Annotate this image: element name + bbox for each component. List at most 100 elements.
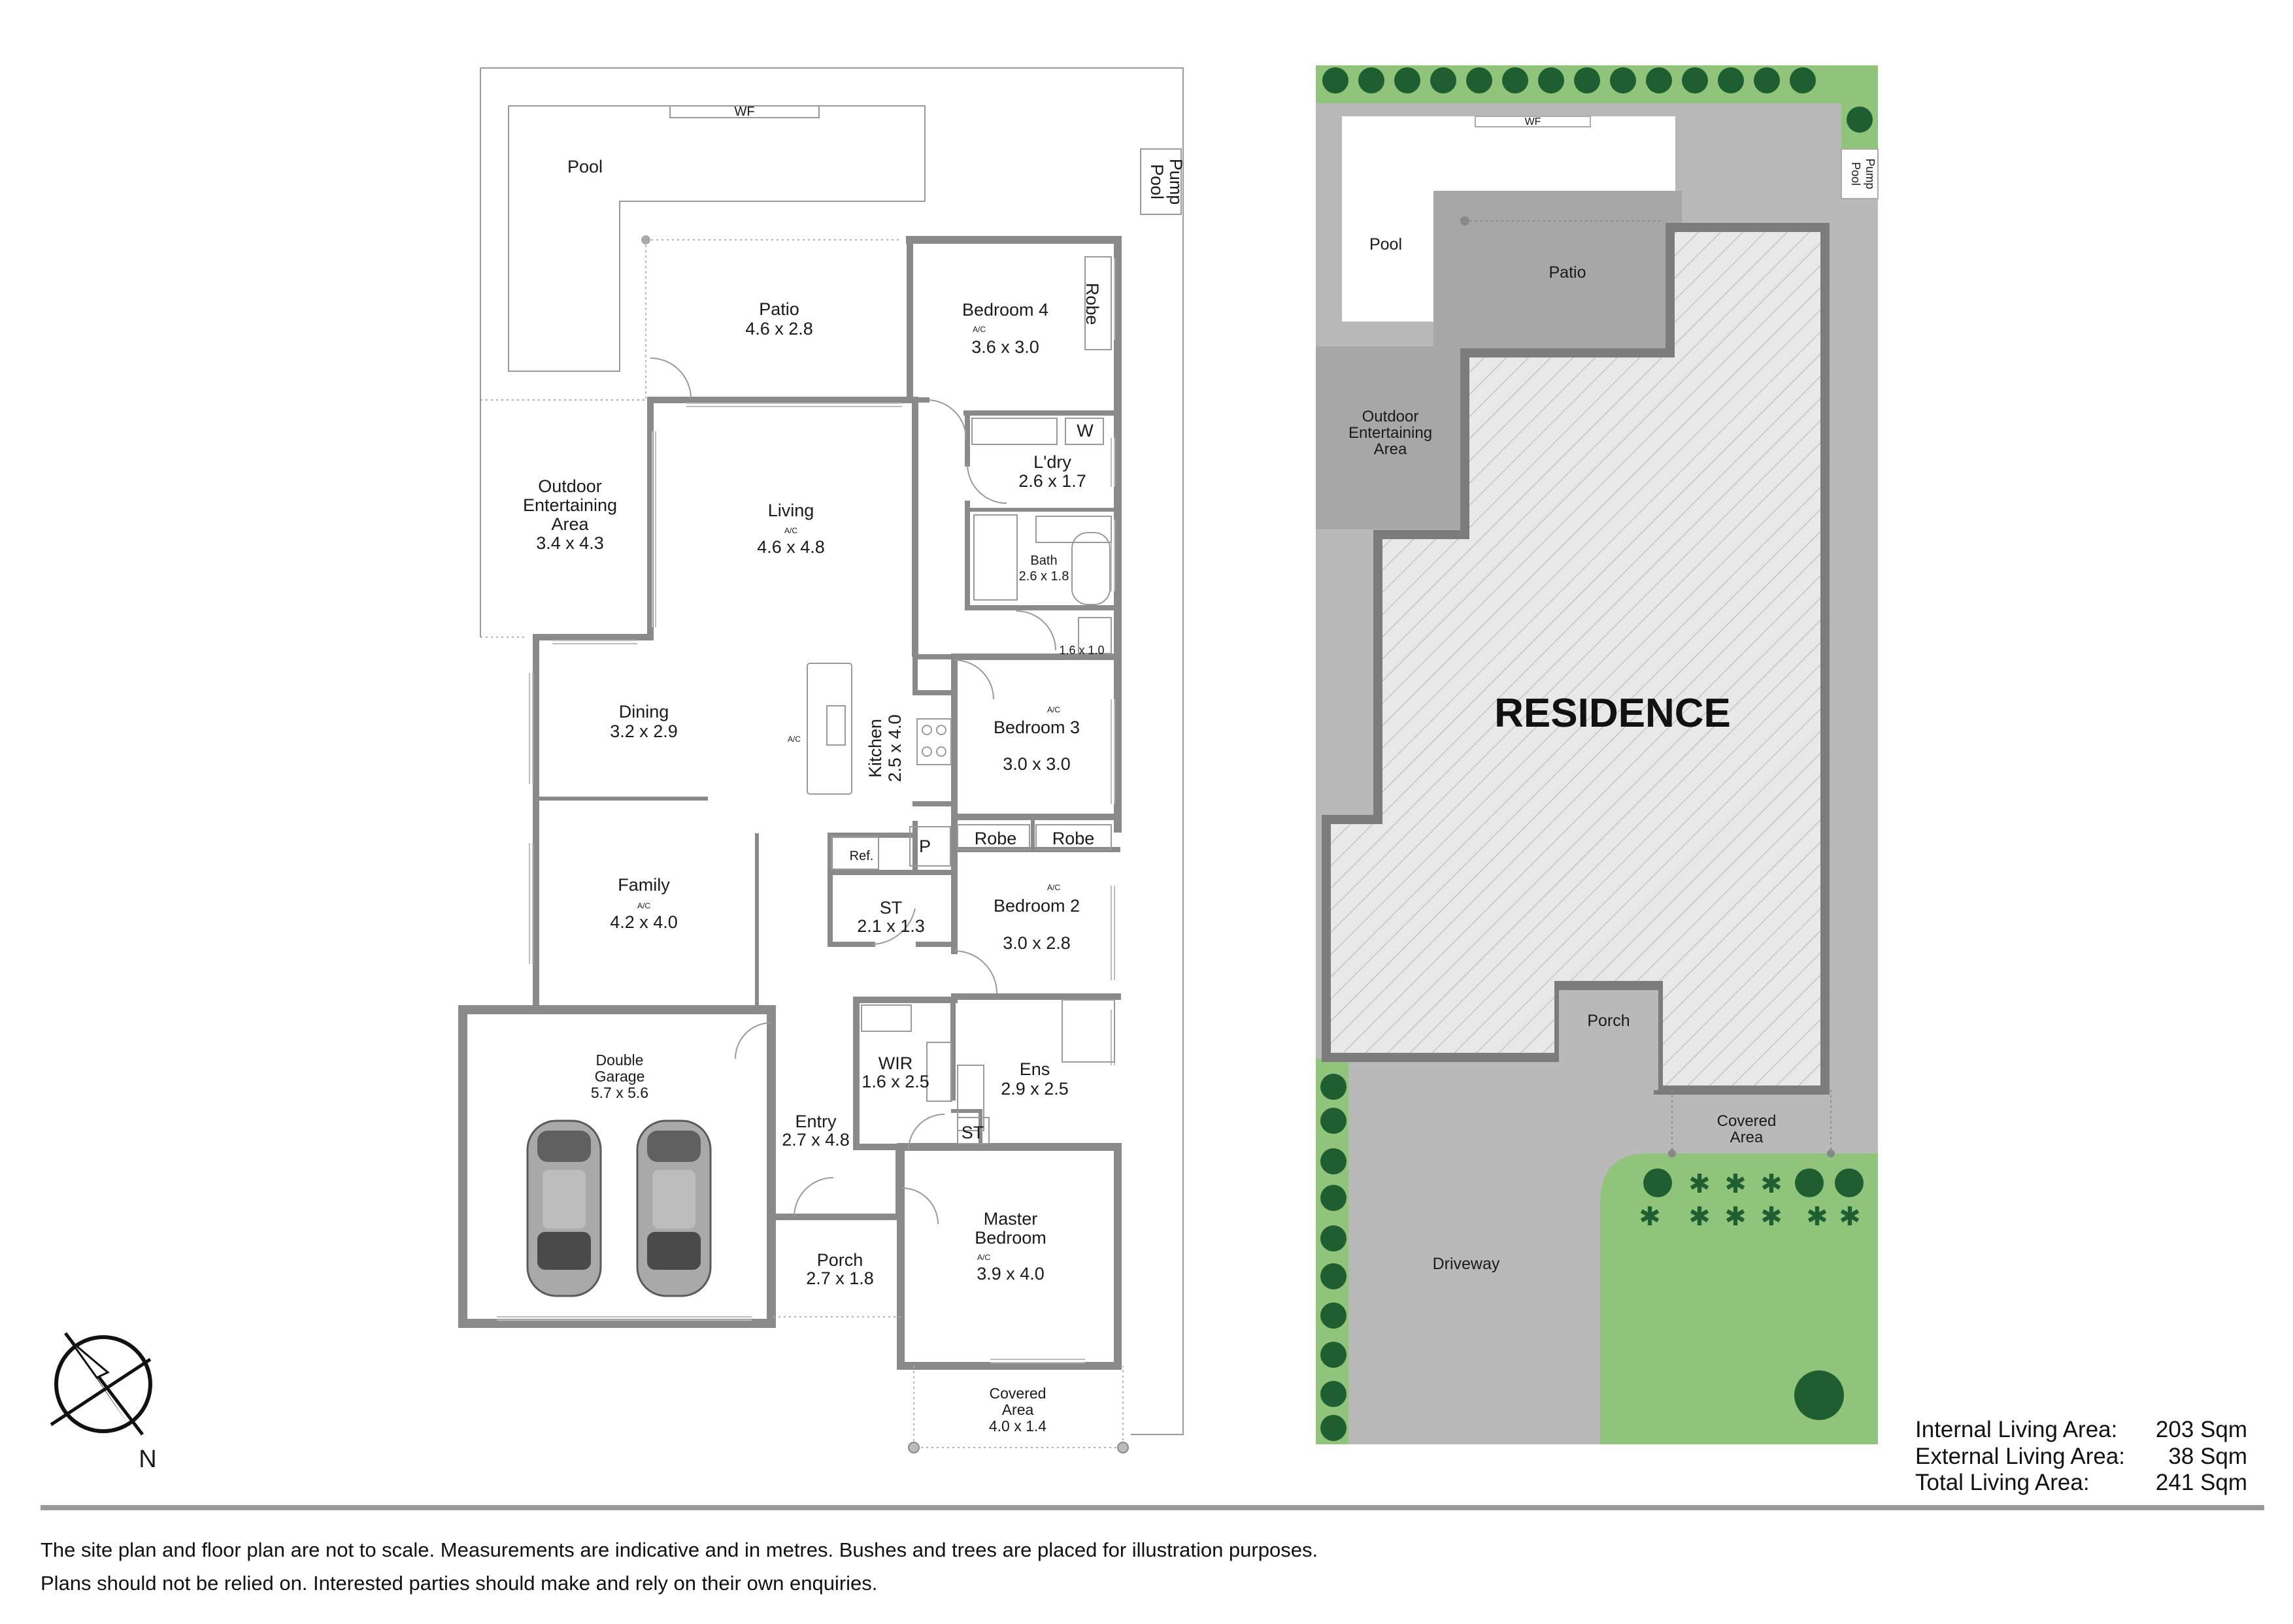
bedroom-3-label: Bedroom 3 [994,718,1080,737]
divider [41,1505,2264,1510]
north-label: N [139,1446,156,1473]
site-pool-label: Pool [1369,235,1402,254]
wir-shelf-2 [926,1042,952,1102]
store-small-label: ST [962,1123,984,1142]
living-label: Living [768,501,814,520]
site-outdoor-2: Entertaining [1348,424,1432,442]
residence-footprint [1322,223,1830,1095]
family-size: 4.2 x 4.0 [610,912,678,932]
svg-text:✱: ✱ [1839,1202,1861,1231]
bedroom-3-size: 3.0 x 3.0 [1003,754,1071,774]
svg-text:✱: ✱ [1724,1170,1747,1199]
fridge-label: Ref. [850,849,874,863]
hedge-west [1320,1074,1347,1441]
cooktop [916,718,952,765]
laundry-bench [971,418,1058,445]
garage-size: 5.7 x 5.6 [591,1084,648,1101]
svg-text:✱: ✱ [1724,1202,1747,1231]
outdoor-size: 3.4 x 4.3 [536,533,604,553]
wir-size: 1.6 x 2.5 [862,1072,929,1091]
ac-icon: A/C [788,735,801,744]
master-label-1: Master [984,1209,1038,1229]
external-area-label: External Living Area: [1915,1444,2125,1469]
store-label: ST [880,898,903,918]
hedge-north [1322,67,1873,133]
site-pool-pump-1: Pool [1849,162,1862,186]
bath-vanity [973,514,1018,601]
wf-label: WF [734,105,754,119]
outdoor-label-1: Outdoor [538,476,602,496]
ac-icon: A/C [1047,883,1060,892]
residence-label: RESIDENCE [1494,691,1731,736]
svg-text:✱: ✱ [1806,1202,1828,1231]
wc [1078,617,1112,654]
site-outdoor [1316,346,1465,529]
pool-pump-label-2: Pump [1166,159,1186,205]
pantry [909,826,951,867]
ensuite-label: Ens [1020,1059,1050,1079]
outdoor-label-2: Entertaining [523,495,617,515]
pantry-label: P [919,837,931,856]
house-walls [458,236,1122,1370]
site-wf [1475,116,1591,127]
total-area-label: Total Living Area: [1915,1470,2090,1495]
kitchen-label: Kitchen [865,719,885,778]
site-outdoor-1: Outdoor [1362,408,1419,425]
svg-text:✱: ✱ [1688,1170,1711,1199]
robe-bedroom-3b [1035,824,1112,850]
post [908,1442,920,1453]
entry-size: 2.7 x 4.8 [782,1130,850,1150]
car-1 [526,1119,602,1297]
site-patio-label: Patio [1549,263,1586,282]
laundry-label: L'dry [1033,452,1071,472]
site-outdoor-3: Area [1374,440,1407,458]
porch-label: Porch [817,1250,863,1270]
robe-label: Robe [1052,829,1095,848]
bedroom-4-label: Bedroom 4 [962,300,1048,320]
driveway-label: Driveway [1433,1255,1500,1273]
outdoor-label-3: Area [551,514,589,534]
bathtub [1071,532,1111,605]
laundry-size: 2.6 x 1.7 [1018,471,1086,491]
garage-label-2: Garage [595,1068,645,1085]
fixtures [807,256,1115,1144]
site-patio [1433,191,1682,353]
entry-label: Entry [795,1112,837,1131]
room-labels: Bedroom 4 A/C 3.6 x 3.0 Robe W L'dry 2.6… [591,283,1105,1434]
ac-icon: A/C [973,325,986,334]
covered-label-2: Area [1002,1401,1034,1418]
ac-icon: A/C [784,526,797,535]
ensuite-size: 2.9 x 2.5 [1001,1079,1069,1099]
lot-boundary [480,67,1184,1435]
fridge-space [831,836,879,870]
svg-text:✱: ✱ [1688,1202,1711,1231]
master-size: 3.9 x 4.0 [977,1264,1045,1284]
kitchen-sink [826,705,846,746]
svg-text:✱: ✱ [1639,1202,1661,1231]
floor-plan: WF Pool Pool Pump Patio 4.6 x 2.8 Outdoo… [50,67,1186,1473]
covered-size: 4.0 x 1.4 [989,1417,1046,1434]
site-porch [1559,986,1658,1090]
patio-size: 4.6 x 2.8 [745,319,813,339]
pool-pump-label-1: Pool [1147,164,1167,199]
wir-label: WIR [879,1053,912,1073]
covered-label-1: Covered [990,1385,1046,1402]
washer [1065,418,1104,445]
site-pool-pump-2: Pump [1864,158,1877,189]
ac-icon: A/C [977,1253,990,1262]
robe-bedroom-4-label: Robe [1082,283,1102,325]
site-pool [1342,116,1675,322]
svg-text:✱: ✱ [1760,1170,1783,1199]
wir-shelf [861,1004,912,1032]
internal-area-label: Internal Living Area: [1915,1417,2117,1442]
porch-size: 2.7 x 1.8 [806,1268,874,1288]
external-area-value: 38 Sqm [2168,1444,2247,1469]
wc-size: 1.6 x 1.0 [1059,644,1104,657]
robe-label: Robe [975,829,1017,848]
site-pool-pump [1841,148,1879,199]
pool-label: Pool [567,157,603,176]
post [1117,1442,1129,1453]
post [641,235,650,244]
